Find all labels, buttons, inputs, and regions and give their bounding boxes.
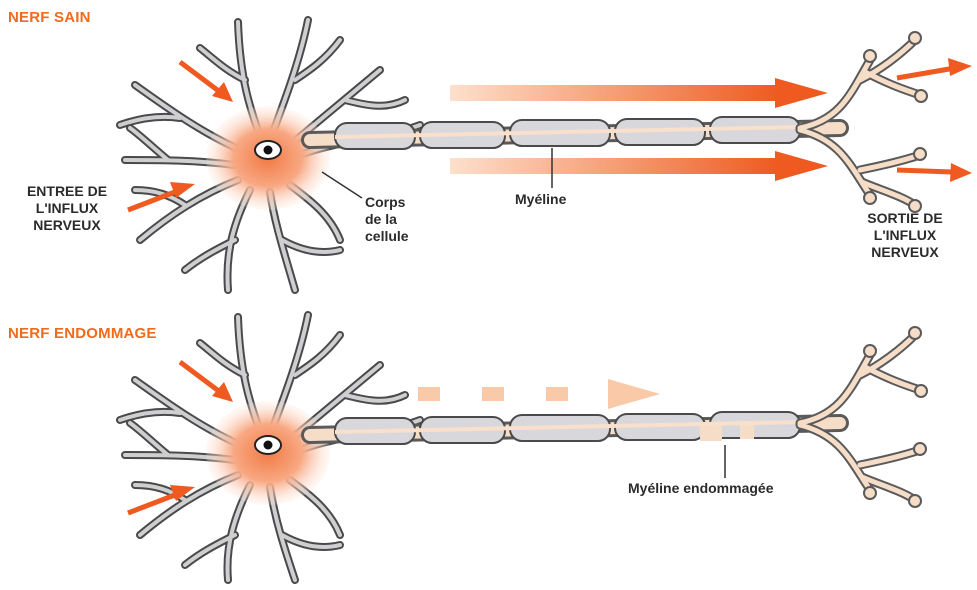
input-label-line: NERVEUX [8, 217, 126, 234]
dashed-arrow-icon [418, 379, 660, 409]
output-label-line: L'INFLUX [845, 227, 965, 244]
damaged-neuron [120, 315, 927, 580]
damaged-myelin-label: Myéline endommagée [628, 480, 774, 497]
cell-body-label-line: cellule [365, 228, 409, 245]
output-label-line: SORTIE DE [845, 210, 965, 227]
cell-body-label-line: Corps [365, 194, 409, 211]
healthy-axon [310, 117, 840, 149]
output-arrow-icon [897, 163, 972, 182]
input-label-line: L'INFLUX [8, 200, 126, 217]
healthy-axon-terminals [800, 32, 927, 212]
output-label-line: NERVEUX [845, 244, 965, 261]
input-label: ENTREE DE L'INFLUX NERVEUX [8, 183, 126, 234]
healthy-nucleolus [264, 146, 273, 155]
healthy-section-title: NERF SAIN [8, 9, 91, 26]
damaged-axon-terminals [800, 327, 927, 507]
output-arrow-icon [897, 58, 972, 78]
output-label: SORTIE DE L'INFLUX NERVEUX [845, 210, 965, 261]
input-label-line: ENTREE DE [8, 183, 126, 200]
damaged-section-title: NERF ENDOMMAGE [8, 325, 157, 342]
cell-body-label: Corps de la cellule [365, 194, 409, 245]
signal-arrow-icon [450, 151, 828, 181]
myelin-label: Myéline [515, 191, 566, 208]
signal-arrow-icon [450, 78, 828, 108]
input-arrow-icon [180, 362, 233, 402]
damaged-axon [310, 412, 840, 444]
cell-body-label-line: de la [365, 211, 409, 228]
damaged-nucleolus [264, 441, 273, 450]
